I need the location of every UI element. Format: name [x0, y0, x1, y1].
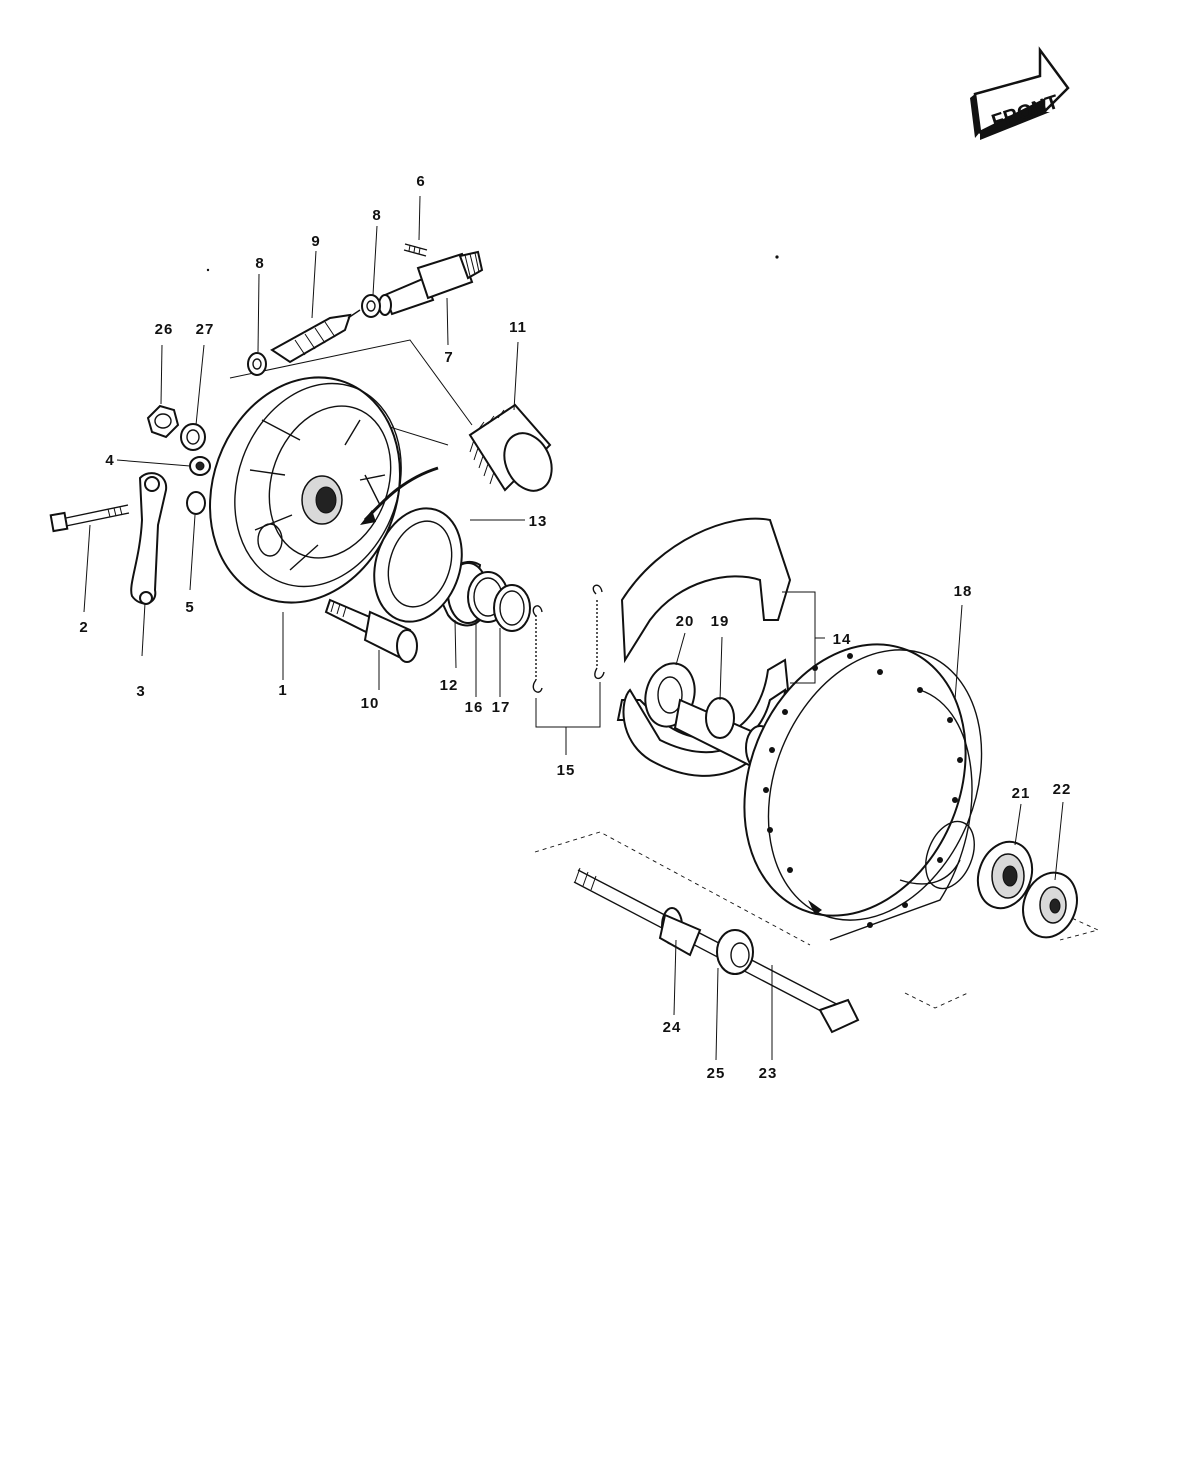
part-label-23: 23 [759, 1065, 778, 1082]
part-label-11: 11 [509, 319, 527, 336]
washer [180, 423, 206, 451]
part-label-20: 20 [676, 613, 695, 630]
part-label-1: 1 [278, 682, 287, 699]
part-label-17: 17 [492, 699, 511, 716]
part-label-15: 15 [557, 762, 576, 779]
speedometer-pinion [270, 309, 361, 364]
part-label-18: 18 [954, 583, 973, 600]
o-ring [186, 491, 206, 515]
front-axle [573, 867, 860, 1034]
brake-cam-lever [130, 472, 168, 605]
leader-lines [83, 195, 1064, 1061]
ball-bearing [976, 840, 1034, 910]
washer [247, 352, 267, 376]
part-label-27: 27 [196, 321, 215, 338]
part-label-21: 21 [1012, 785, 1031, 802]
part-label-16: 16 [465, 699, 484, 716]
washer [361, 294, 381, 318]
part-label-26: 26 [155, 321, 174, 338]
brake-cam-shaft [324, 598, 418, 663]
part-label-7: 7 [444, 349, 453, 366]
front-direction-arrow-icon: FRONT [970, 46, 1070, 140]
part-label-12: 12 [440, 677, 459, 694]
grease-seal [1022, 871, 1078, 939]
part-label-10: 10 [361, 695, 380, 712]
part-label-13: 13 [529, 513, 548, 530]
part-label-25: 25 [707, 1065, 726, 1082]
part-label-3: 3 [136, 683, 145, 700]
axle-collar [716, 929, 754, 975]
part-label-4: 4 [105, 452, 114, 469]
part-label-2: 2 [79, 619, 88, 636]
speedometer-gear-housing [378, 250, 484, 316]
wheel-hub [743, 643, 983, 941]
cap-nut [146, 404, 180, 439]
part-label-22: 22 [1053, 781, 1072, 798]
part-label-8: 8 [255, 255, 264, 272]
part-label-6: 6 [416, 173, 425, 190]
part-label-19: 19 [711, 613, 730, 630]
set-screw [403, 243, 428, 257]
part-labels: 1 2 3 4 5 6 7 8 8 9 10 11 12 13 14 15 16… [79, 173, 1072, 1082]
part-label-24: 24 [663, 1019, 682, 1036]
part-label-8: 8 [372, 207, 381, 224]
grease-seal [373, 507, 463, 623]
brake-shoe-springs [532, 584, 605, 693]
part-label-5: 5 [185, 599, 194, 616]
brake-panel [209, 376, 402, 604]
speedometer-drive-gear [468, 403, 553, 492]
bolt [49, 504, 130, 533]
part-label-9: 9 [311, 233, 320, 250]
part-label-14: 14 [833, 631, 852, 648]
